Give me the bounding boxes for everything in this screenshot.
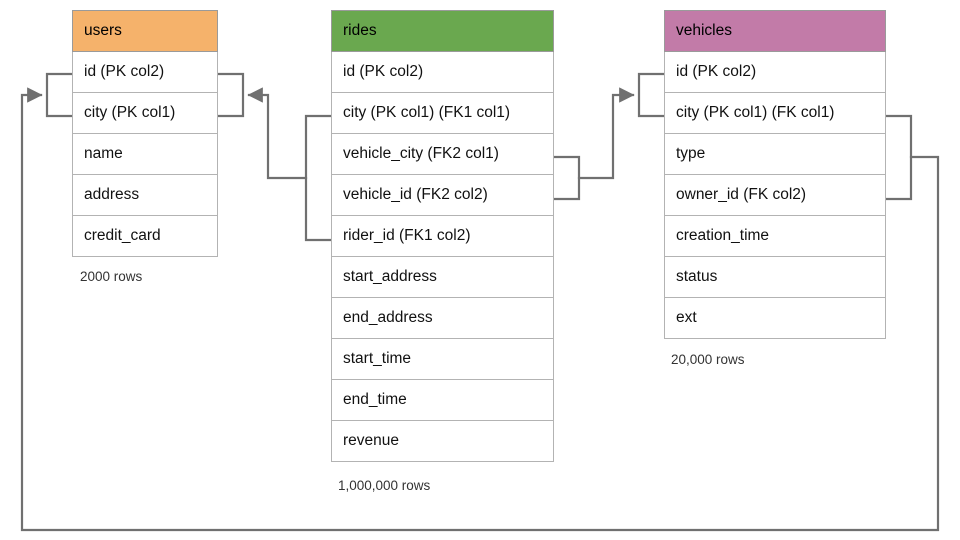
column-label: credit_card bbox=[84, 227, 161, 244]
column-label: start_address bbox=[343, 268, 437, 285]
table-rides-column-vehicle-city[interactable]: vehicle_city (FK2 col1) bbox=[331, 134, 554, 175]
table-rides[interactable]: rides id (PK col2) city (PK col1) (FK1 c… bbox=[331, 10, 554, 462]
column-label: id (PK col2) bbox=[84, 63, 165, 80]
column-label: owner_id (FK col2) bbox=[676, 186, 807, 203]
table-vehicles-column-type[interactable]: type bbox=[664, 134, 886, 175]
table-vehicles-row-count: 20,000 rows bbox=[671, 352, 745, 367]
connector-rides-fk2-to-vehicles bbox=[577, 87, 635, 180]
table-rides-column-start-address[interactable]: start_address bbox=[331, 257, 554, 298]
table-users-column-address[interactable]: address bbox=[72, 175, 218, 216]
table-vehicles-column-status[interactable]: status bbox=[664, 257, 886, 298]
column-label: status bbox=[676, 268, 718, 285]
column-label: rider_id (FK1 col2) bbox=[343, 227, 471, 244]
table-rides-column-end-address[interactable]: end_address bbox=[331, 298, 554, 339]
table-vehicles-column-city[interactable]: city (PK col1) (FK col1) bbox=[664, 93, 886, 134]
table-vehicles-column-id[interactable]: id (PK col2) bbox=[664, 52, 886, 93]
column-label: vehicle_city (FK2 col1) bbox=[343, 145, 499, 162]
column-label: end_address bbox=[343, 309, 433, 326]
table-vehicles-header: vehicles bbox=[664, 10, 886, 52]
table-vehicles-column-owner-id[interactable]: owner_id (FK col2) bbox=[664, 175, 886, 216]
column-label: ext bbox=[676, 309, 697, 326]
table-users-column-name[interactable]: name bbox=[72, 134, 218, 175]
table-users-column-city[interactable]: city (PK col1) bbox=[72, 93, 218, 134]
table-rides-title: rides bbox=[343, 22, 377, 39]
table-users-column-credit-card[interactable]: credit_card bbox=[72, 216, 218, 257]
column-label: id (PK col2) bbox=[676, 63, 757, 80]
rides-fk2-bracket bbox=[552, 155, 581, 201]
table-rides-column-start-time[interactable]: start_time bbox=[331, 339, 554, 380]
column-label: creation_time bbox=[676, 227, 770, 244]
table-rides-header: rides bbox=[331, 10, 554, 52]
column-label: city (PK col1) bbox=[84, 104, 176, 121]
table-vehicles-column-creation-time[interactable]: creation_time bbox=[664, 216, 886, 257]
table-users-column-id[interactable]: id (PK col2) bbox=[72, 52, 218, 93]
table-rides-row-count: 1,000,000 rows bbox=[338, 478, 431, 493]
table-users-header: users bbox=[72, 10, 218, 52]
table-users-title: users bbox=[84, 22, 122, 39]
vehicles-left-bracket bbox=[637, 72, 666, 118]
table-vehicles-title: vehicles bbox=[676, 22, 732, 39]
column-label: address bbox=[84, 186, 140, 203]
table-rides-column-vehicle-id[interactable]: vehicle_id (FK2 col2) bbox=[331, 175, 554, 216]
table-rides-column-end-time[interactable]: end_time bbox=[331, 380, 554, 421]
table-rides-column-city[interactable]: city (PK col1) (FK1 col1) bbox=[331, 93, 554, 134]
connector-rides-fk1-to-users bbox=[247, 87, 308, 180]
column-label: city (PK col1) (FK col1) bbox=[676, 104, 835, 121]
column-label: name bbox=[84, 145, 123, 162]
vehicles-fk-bracket bbox=[884, 114, 913, 201]
column-label: end_time bbox=[343, 391, 407, 408]
table-rides-column-id[interactable]: id (PK col2) bbox=[331, 52, 554, 93]
column-label: city (PK col1) (FK1 col1) bbox=[343, 104, 511, 121]
column-label: vehicle_id (FK2 col2) bbox=[343, 186, 488, 203]
users-right-bracket bbox=[216, 72, 245, 118]
table-users[interactable]: users id (PK col2) city (PK col1) name a… bbox=[72, 10, 218, 257]
column-label: type bbox=[676, 145, 706, 162]
rides-fk1-bracket bbox=[304, 114, 333, 242]
column-label: revenue bbox=[343, 432, 400, 449]
users-left-bracket bbox=[45, 72, 74, 118]
table-rides-column-revenue[interactable]: revenue bbox=[331, 421, 554, 462]
table-vehicles-column-ext[interactable]: ext bbox=[664, 298, 886, 339]
table-vehicles[interactable]: vehicles id (PK col2) city (PK col1) (FK… bbox=[664, 10, 886, 339]
table-users-row-count: 2000 rows bbox=[80, 269, 143, 284]
column-label: id (PK col2) bbox=[343, 63, 424, 80]
column-label: start_time bbox=[343, 350, 412, 367]
table-rides-column-rider-id[interactable]: rider_id (FK1 col2) bbox=[331, 216, 554, 257]
